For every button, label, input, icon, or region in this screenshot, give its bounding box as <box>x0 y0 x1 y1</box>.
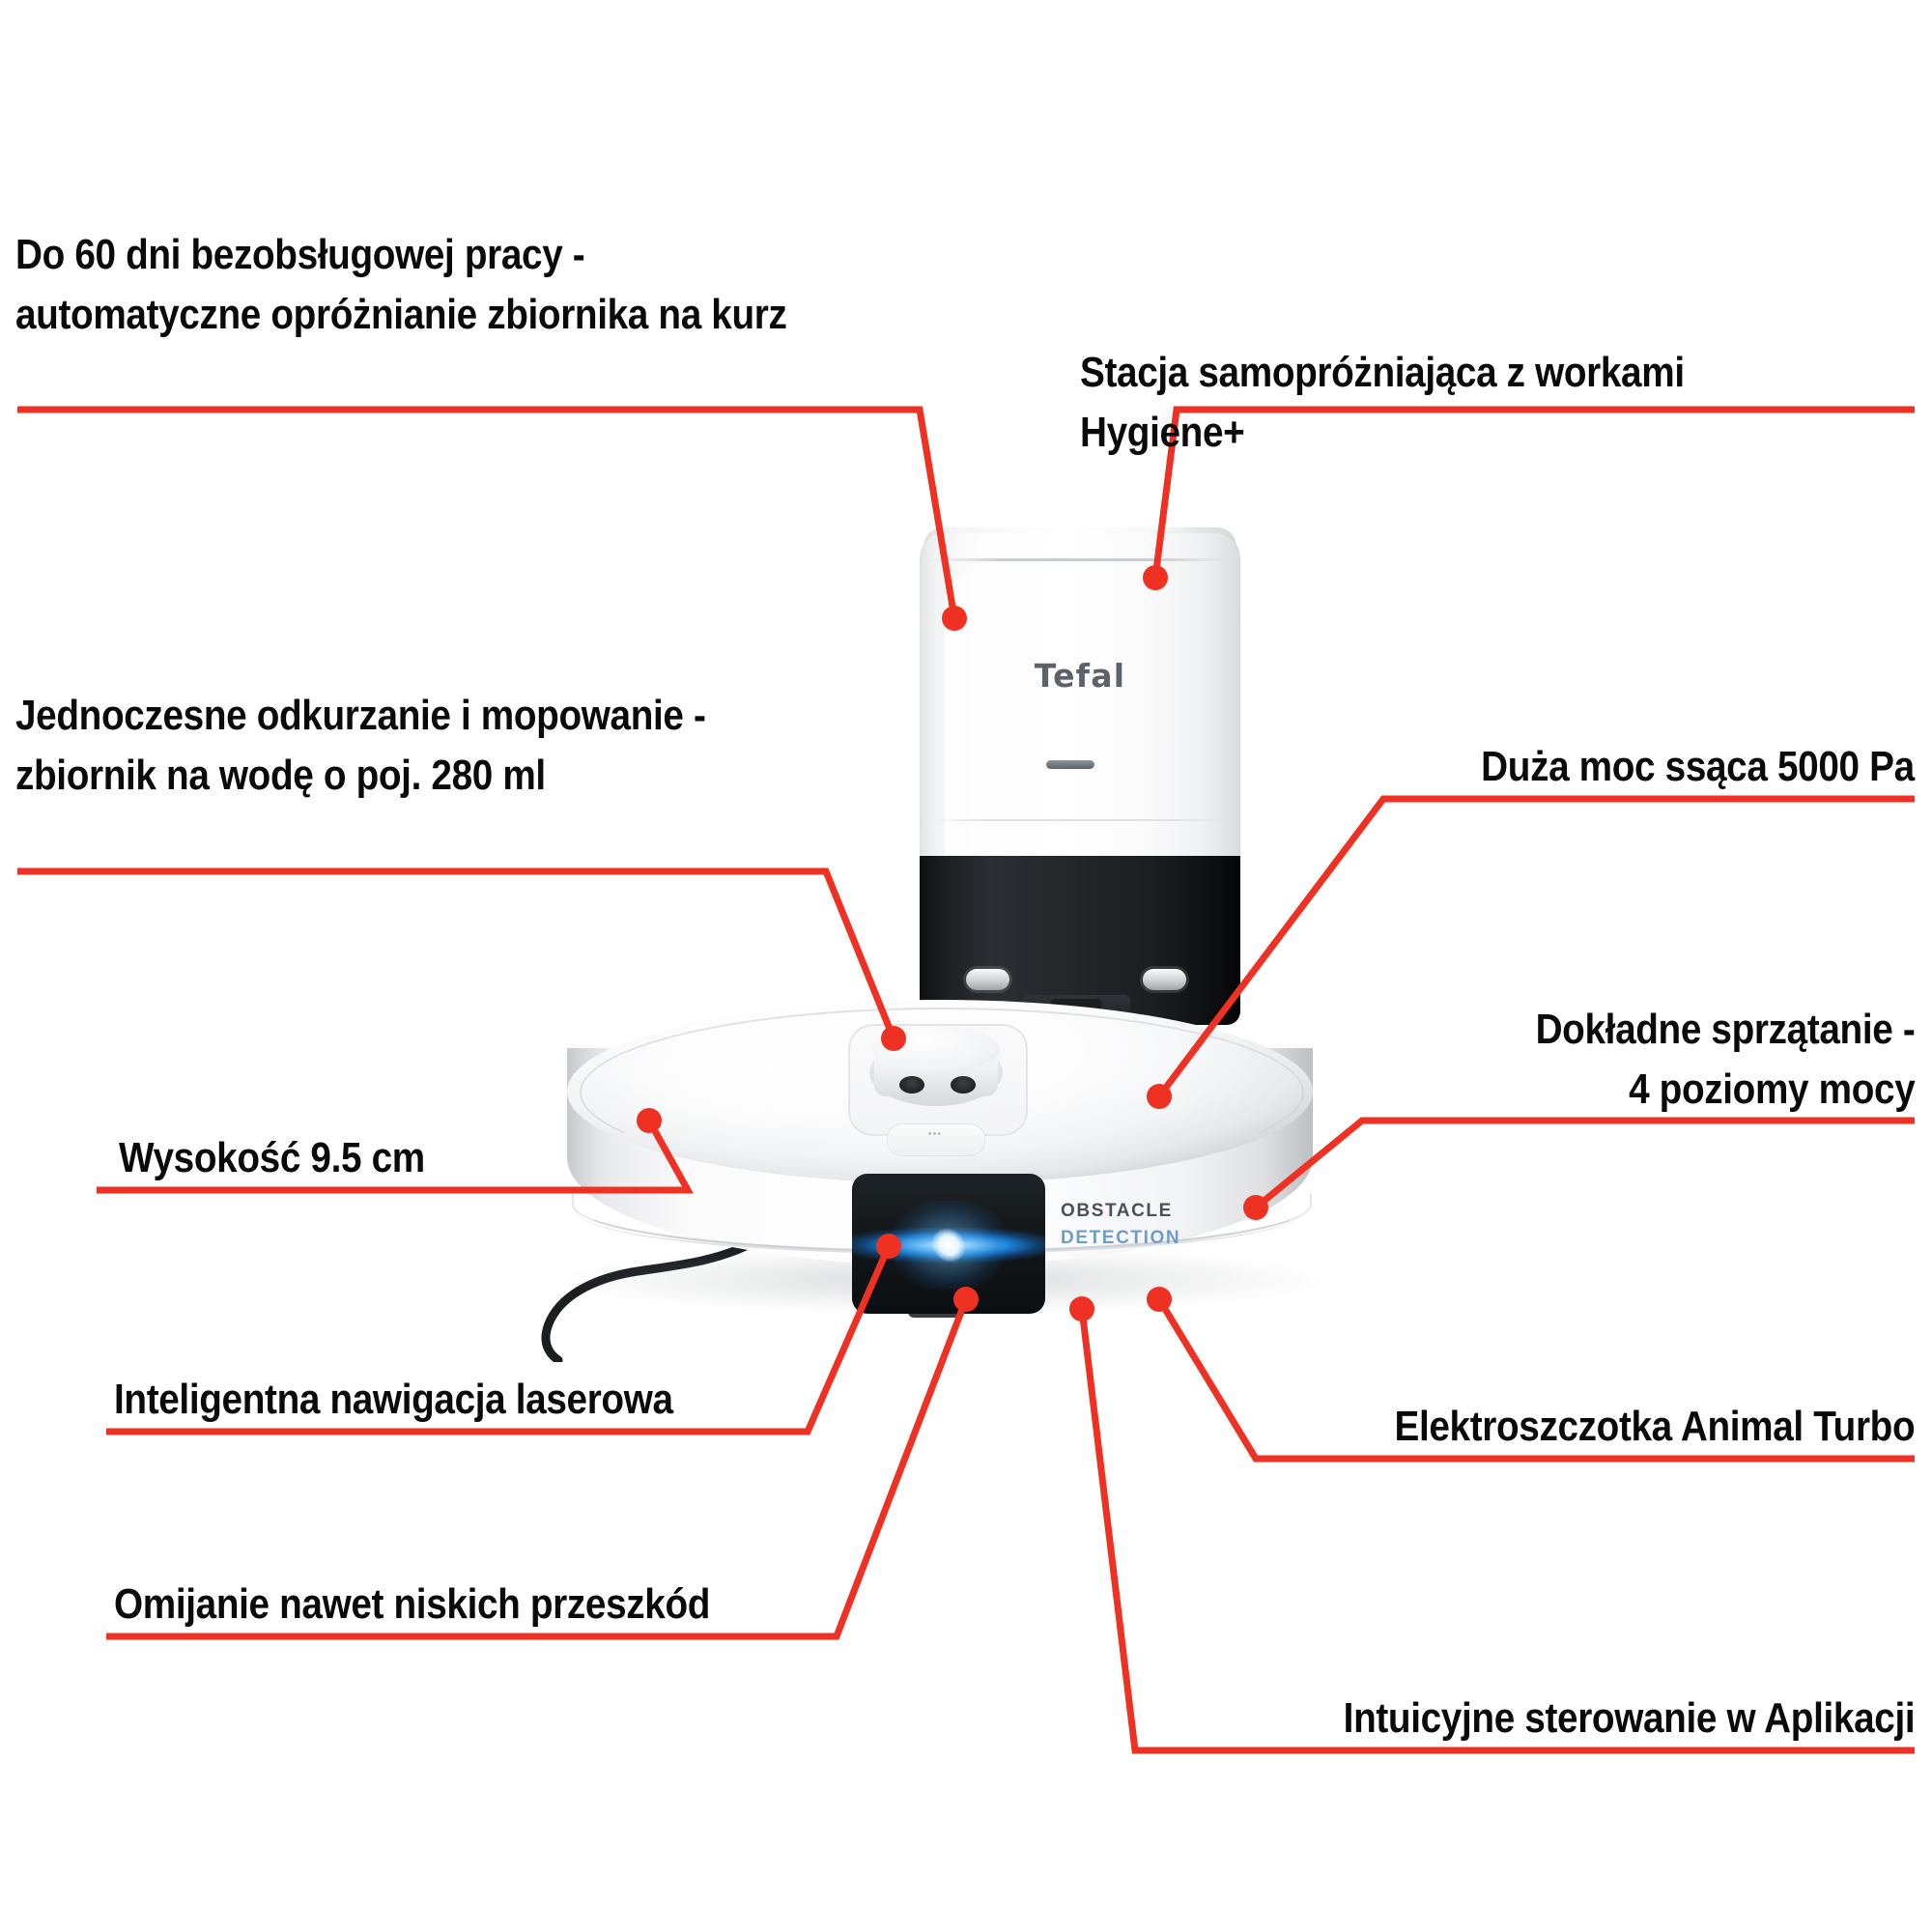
callout-suction-power-line-1: Duża moc ssąca 5000 Pa <box>1481 743 1915 790</box>
callout-power-levels-line-1: Dokładne sprzątanie - <box>1535 1006 1915 1053</box>
callout-height: Wysokość 9.5 cm <box>119 1128 425 1188</box>
robot-power-button-glyph: ••• <box>927 1128 943 1140</box>
callout-vacuum-and-mop-line-2: zbiornik na wodę o poj. 280 ml <box>15 752 546 799</box>
callout-animal-turbo-brush-line-1: Elektroszczotka Animal Turbo <box>1394 1403 1915 1450</box>
lidar-cap <box>872 1026 1000 1072</box>
callout-vacuum-and-mop-line-1: Jednoczesne odkurzanie i mopowanie - <box>15 692 706 739</box>
callout-obstacle-avoidance: Omijanie nawet niskich przeszkód <box>114 1575 710 1634</box>
lidar-window-right <box>951 1076 976 1094</box>
obstacle-sensor-window <box>852 1174 1045 1314</box>
callout-auto-empty-line-2: automatyczne opróżnianie zbiornika na ku… <box>15 291 787 338</box>
dock-contact-right <box>1143 969 1186 990</box>
callout-self-empty-station: Stacja samopróżniająca z workami Hygiene… <box>1080 343 1685 463</box>
callout-power-levels: Dokładne sprzątanie - 4 poziomy mocy <box>1535 1000 1915 1120</box>
robot-power-button[interactable] <box>887 1123 985 1156</box>
callout-obstacle-avoidance-line-1: Omijanie nawet niskich przeszkód <box>114 1580 711 1628</box>
dock-indicator-slot <box>1046 760 1094 769</box>
callout-power-levels-line-2: 4 poziomy mocy <box>1628 1065 1916 1113</box>
dock-lid-seam <box>929 558 1231 561</box>
callout-app-control: Intuicyjne sterowanie w Aplikacji <box>1343 1689 1915 1748</box>
callout-auto-empty-line-1: Do 60 dni bezobsługowej pracy - <box>15 231 585 278</box>
callout-animal-turbo-brush: Elektroszczotka Animal Turbo <box>1394 1397 1915 1457</box>
callout-height-line-1: Wysokość 9.5 cm <box>119 1134 425 1181</box>
brand-logo: Tefal <box>1034 657 1126 695</box>
callout-auto-empty: Do 60 dni bezobsługowej pracy - automaty… <box>15 225 787 345</box>
callout-laser-navigation-line-1: Inteligentna nawigacja laserowa <box>114 1376 673 1423</box>
callout-app-control-line-1: Intuicyjne sterowanie w Aplikacji <box>1343 1694 1915 1742</box>
callout-self-empty-station-line-2: Hygiene+ <box>1080 409 1245 456</box>
lidar-window-left <box>899 1076 924 1094</box>
callout-vacuum-and-mop: Jednoczesne odkurzanie i mopowanie - zbi… <box>15 686 706 806</box>
callout-self-empty-station-line-1: Stacja samopróżniająca z workami <box>1080 349 1685 396</box>
obstacle-detection-label: OBSTACLE DETECTION <box>1061 1198 1180 1252</box>
dock-contact-left <box>966 969 1009 990</box>
dock-lower-seam <box>925 819 1235 821</box>
callout-suction-power: Duża moc ssąca 5000 Pa <box>1481 737 1915 797</box>
obstacle-detection-line1: OBSTACLE <box>1061 1201 1173 1221</box>
obstacle-detection-line2: DETECTION <box>1061 1228 1181 1248</box>
callout-laser-navigation: Inteligentna nawigacja laserowa <box>114 1370 673 1430</box>
